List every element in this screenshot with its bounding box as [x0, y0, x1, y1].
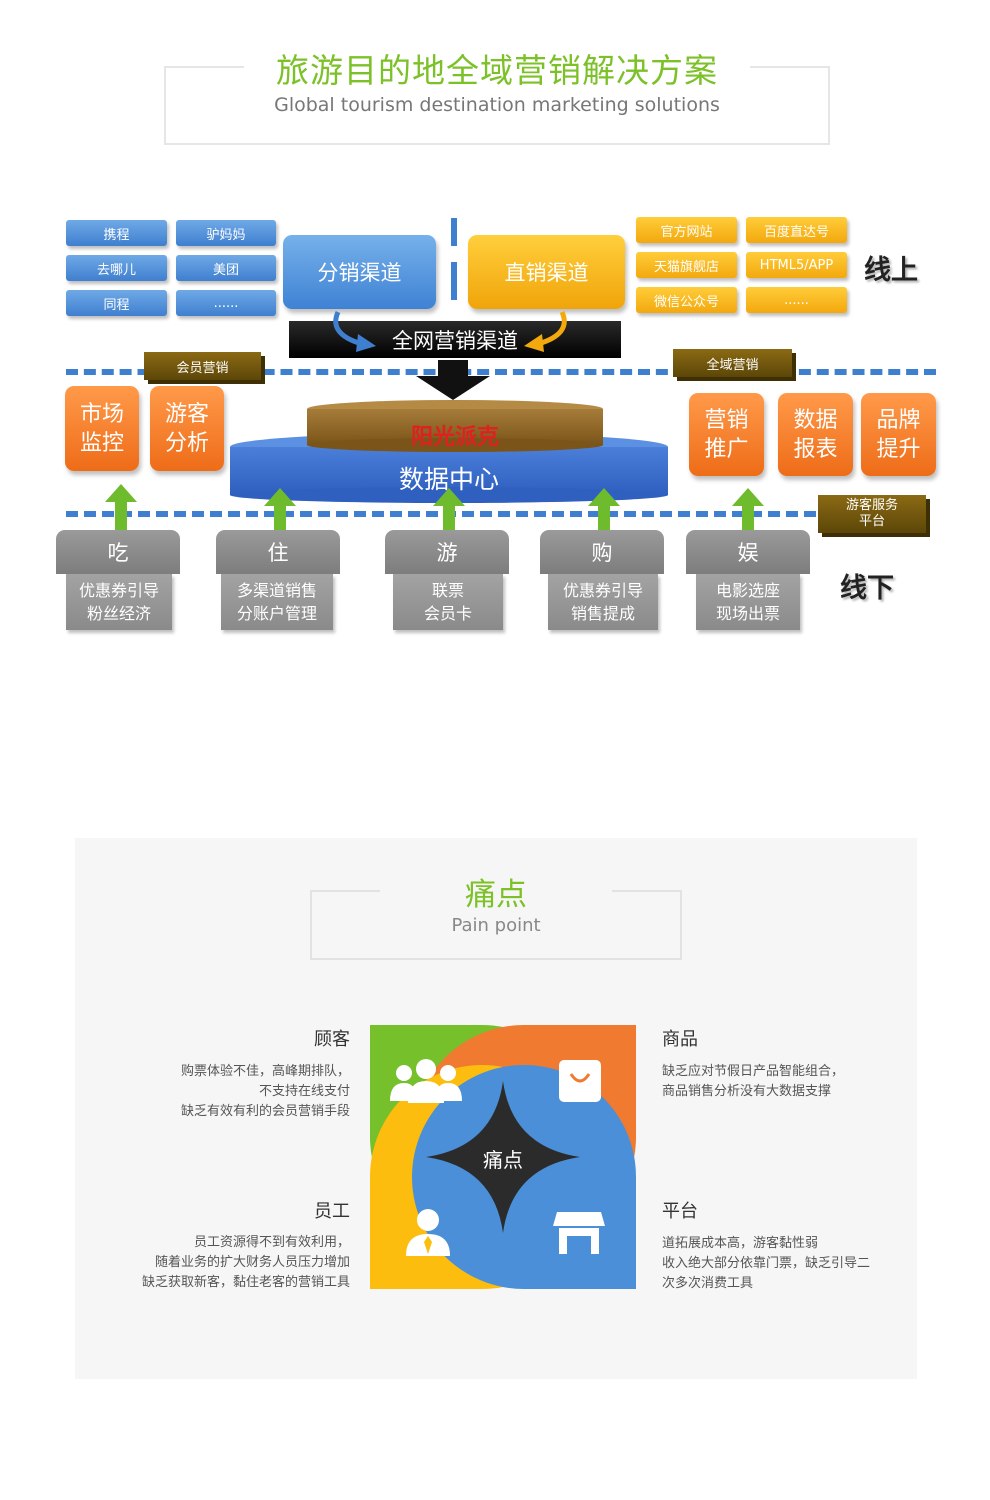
- pain-header-frame-gap: [380, 885, 612, 897]
- global-marketing-tag: 全域营销: [673, 349, 792, 377]
- down-arrow-icon: [416, 360, 490, 400]
- stay-card-title: 住: [216, 530, 340, 574]
- channel-more-right: ......: [746, 287, 847, 313]
- customer-heading: 顾客: [314, 1029, 350, 1050]
- channel-meituan: 美团: [176, 255, 276, 281]
- up-arrow-icon: [588, 488, 620, 534]
- channel-lvmama: 驴妈妈: [176, 220, 276, 246]
- page-subtitle: Global tourism destination marketing sol…: [274, 94, 720, 116]
- entertain-card-body: 电影选座现场出票: [696, 574, 800, 630]
- channel-html5-app: HTML5/APP: [746, 252, 847, 278]
- store-icon: [553, 1212, 605, 1254]
- online-label: 线上: [864, 255, 918, 286]
- pain-title: 痛点: [465, 876, 527, 913]
- center-divider-top: [451, 218, 457, 246]
- marketing-promotion-box: 营销推广: [689, 393, 764, 476]
- eat-card-body: 优惠券引导粉丝经济: [66, 574, 172, 630]
- customer-text: 购票体验不佳，高峰期排队， 不支持在线支付 缺乏有效有利的会员营销手段: [180, 1064, 350, 1119]
- channel-tongcheng: 同程: [66, 290, 167, 316]
- pain-subtitle: Pain point: [451, 914, 541, 936]
- platform-heading: 平台: [662, 1201, 698, 1222]
- shop-card-title: 购: [540, 530, 664, 574]
- channel-more-left: ......: [176, 290, 276, 316]
- channel-official-site: 官方网站: [636, 217, 737, 243]
- brand-name: 阳光派克: [410, 425, 499, 450]
- platform-text: 道拓展成本高，游客黏性弱 收入绝大部分依靠门票，缺乏引导二 次多次消费工具: [662, 1236, 871, 1291]
- up-arrow-icon: [105, 484, 137, 530]
- channel-baidu: 百度直达号: [746, 217, 847, 243]
- entertain-card-title: 娱: [686, 530, 810, 574]
- member-marketing-tag: 会员营销: [144, 352, 261, 380]
- up-arrow-icon: [732, 488, 764, 534]
- staff-text: 员工资源得不到有效利用， 随着业务的扩大财务人员压力增加 缺乏获取新客，黏住老客…: [141, 1235, 350, 1290]
- distribution-channel-box: 分销渠道: [283, 235, 436, 309]
- staff-heading: 员工: [314, 1201, 350, 1222]
- data-center-cylinder: [230, 400, 668, 503]
- tourist-analysis-box: 游客分析: [150, 386, 224, 471]
- direct-channel-box: 直销渠道: [468, 235, 625, 309]
- market-monitor-box: 市场监控: [65, 386, 139, 471]
- product-heading: 商品: [662, 1029, 698, 1050]
- offline-label: 线下: [840, 573, 894, 604]
- pain-center-label: 痛点: [483, 1147, 523, 1172]
- shop-card-body: 优惠券引导销售提成: [548, 574, 658, 630]
- tour-card-body: 联票会员卡: [393, 574, 503, 630]
- channel-ctrip: 携程: [66, 220, 167, 246]
- people-icon: [390, 1059, 462, 1103]
- tourist-service-tag: 游客服务平台: [818, 495, 926, 533]
- center-divider-bottom: [451, 262, 457, 300]
- channel-qunar: 去哪儿: [66, 255, 167, 281]
- tour-card-title: 游: [385, 530, 509, 574]
- offline-divider-line: [66, 511, 816, 517]
- page-title: 旅游目的地全域营销解决方案: [276, 51, 718, 90]
- brand-promotion-box: 品牌提升: [861, 393, 936, 476]
- data-report-box: 数据报表: [778, 393, 853, 476]
- product-text: 缺乏应对节假日产品智能组合， 商品销售分析没有大数据支撑: [662, 1064, 845, 1099]
- up-arrow-icon: [264, 488, 296, 534]
- channel-wechat: 微信公众号: [636, 287, 737, 313]
- header-frame-gap: [244, 60, 750, 72]
- shopping-bag-icon: [559, 1060, 601, 1102]
- channel-tmall: 天猫旗舰店: [636, 252, 737, 278]
- converging-arrows-icon: [333, 310, 567, 352]
- up-arrow-icon: [433, 488, 465, 534]
- stay-card-body: 多渠道销售分账户管理: [221, 574, 333, 630]
- person-icon: [406, 1209, 450, 1256]
- eat-card-title: 吃: [56, 530, 180, 574]
- online-divider-line: [66, 369, 936, 375]
